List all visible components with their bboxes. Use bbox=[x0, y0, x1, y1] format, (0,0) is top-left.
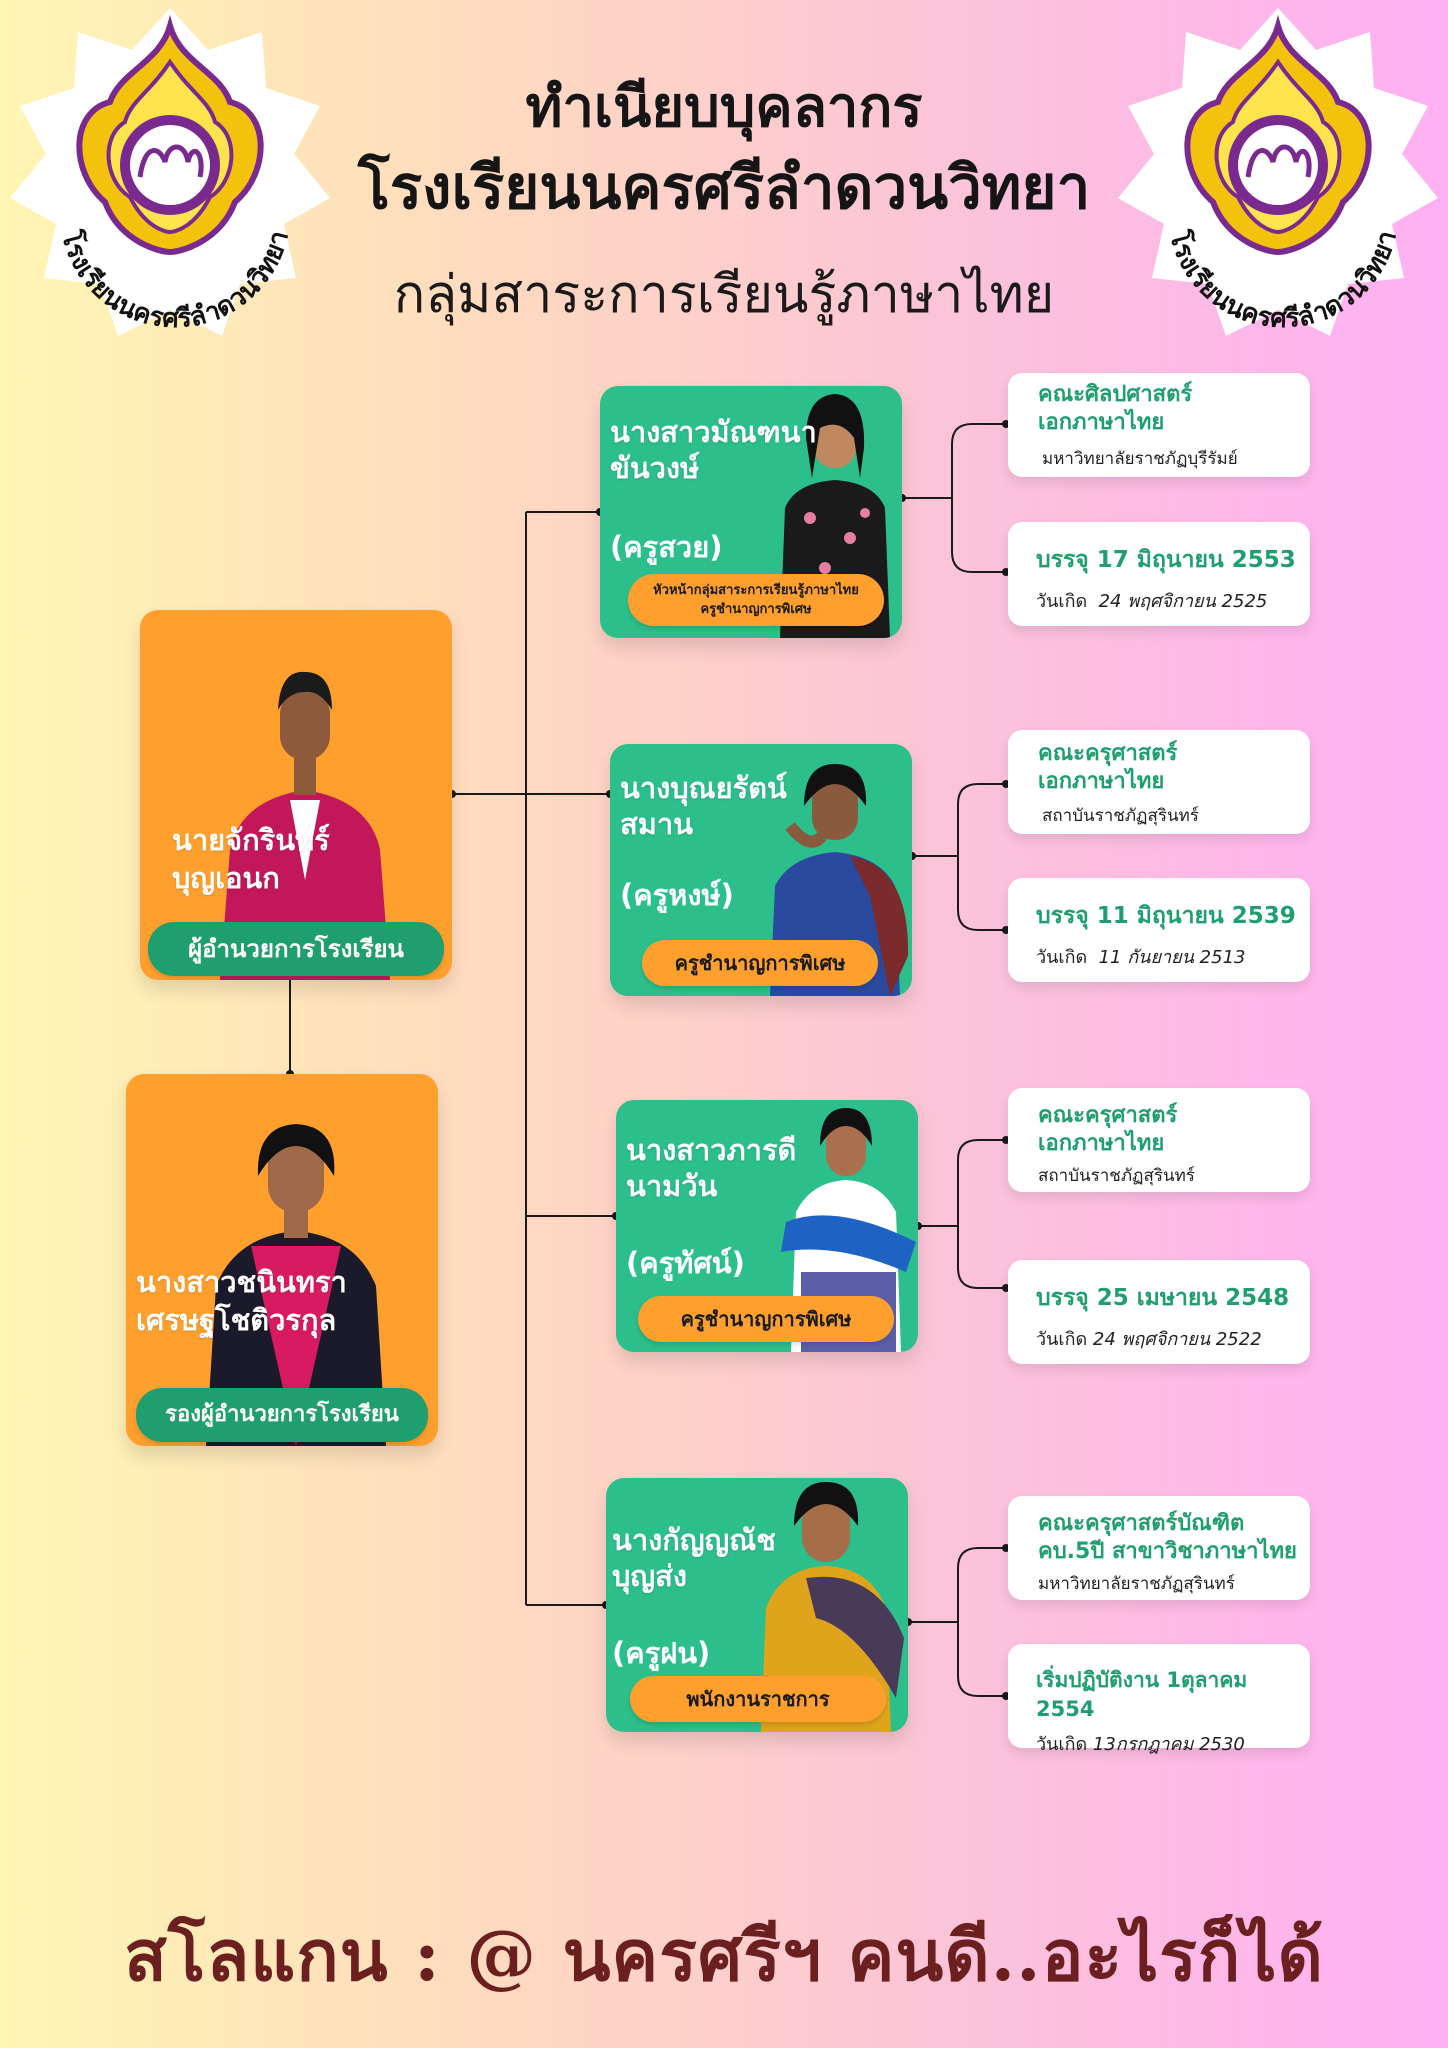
teacher-3-birth-date: 24 พฤศจิกายน 2522 bbox=[1092, 1329, 1262, 1350]
teacher-4-education-box: คณะครุศาสตร์บัณฑิต คบ.5ปี สาขาวิชาภาษาไท… bbox=[1008, 1496, 1310, 1600]
teacher-1-name-line1: นางสาวมัณฑนา bbox=[610, 415, 817, 449]
slogan-text: สโลแกน : @ นครศรีฯ คนดี..อะไรก็ได้ bbox=[124, 1914, 1324, 1997]
deputy-name-line1: นางสาวชนินทรา bbox=[136, 1265, 347, 1299]
school-logo-left: โรงเรียนนครศรีลำดวนวิทยา bbox=[0, 2, 340, 342]
teacher-3-name-line1: นางสาวภารดี bbox=[626, 1133, 797, 1167]
teacher-2-nickname: (ครูหงษ์) bbox=[620, 878, 734, 912]
teacher-3-start-date: บรรจุ 25 เมษายน 2548 bbox=[1036, 1285, 1290, 1311]
teacher-1-service-box: บรรจุ 17 มิถุนายน 2553 วันเกิด 24 พฤศจิก… bbox=[1008, 522, 1310, 626]
teacher-3-birth: วันเกิด 24 พฤศจิกายน 2522 bbox=[1008, 1324, 1310, 1353]
teacher-2-faculty: คณะครุศาสตร์ bbox=[1038, 741, 1178, 766]
teacher-4-nickname: (ครูฝน) bbox=[612, 1636, 711, 1670]
teacher-3-major: เอกภาษาไทย bbox=[1038, 1131, 1165, 1156]
teacher-4-birth-label: วันเกิด bbox=[1036, 1734, 1088, 1755]
teacher-4-service-box: เริ่มปฏิบัติงาน 1ตุลาคม 2554 วันเกิด 13ก… bbox=[1008, 1644, 1310, 1755]
teacher-4-faculty: คณะครุศาสตร์บัณฑิต bbox=[1038, 1511, 1245, 1536]
teacher-1-nickname: (ครูสวย) bbox=[610, 530, 723, 564]
teacher-2-birth-date: 11 กันยายน 2513 bbox=[1098, 947, 1246, 968]
teacher-2-start-date: บรรจุ 11 มิถุนายน 2539 bbox=[1036, 903, 1296, 929]
teacher-3-birth-label: วันเกิด bbox=[1036, 1329, 1088, 1350]
teacher-2-service-box: บรรจุ 11 มิถุนายน 2539 วันเกิด 11 กันยาย… bbox=[1008, 878, 1310, 982]
deputy-name-line2: เศรษฐโชติวรกุล bbox=[136, 1303, 337, 1337]
school-emblem-icon: โรงเรียนนครศรีลำดวนวิทยา bbox=[10, 8, 330, 336]
teacher-1-role-line2: ครูชำนาญการพิเศษ bbox=[700, 602, 812, 617]
teacher-card-2: นางบุณยรัตน์ สมาน (ครูหงษ์) ครูชำนาญการพ… bbox=[610, 744, 912, 996]
director-name-line2: บุญเอนก bbox=[172, 861, 280, 895]
teacher-card-1: นางสาวมัณฑนา ขันวงษ์ (ครูสวย) หัวหน้ากลุ… bbox=[600, 386, 902, 638]
teacher-4-role-badge: พนักงานราชการ bbox=[630, 1676, 886, 1722]
teacher-1-name-line2: ขันวงษ์ bbox=[610, 451, 700, 485]
teacher-1-role-line1: หัวหน้ากลุ่มสาระการเรียนรู้ภาษาไทย bbox=[653, 583, 859, 598]
teacher-3-name-line2: นามวัน bbox=[626, 1169, 718, 1203]
teacher-1-institution: มหาวิทยาลัยราชภัฏบุรีรัมย์ bbox=[1042, 449, 1238, 469]
director-name-line1: นายจักรินทร์ bbox=[172, 823, 330, 857]
school-logo-right: โรงเรียนนครศรีลำดวนวิทยา bbox=[1108, 2, 1448, 342]
teacher-3-faculty: คณะครุศาสตร์ bbox=[1038, 1103, 1178, 1128]
teacher-card-3: นางสาวภารดี นามวัน (ครูทัศน์) ครูชำนาญกา… bbox=[616, 1100, 918, 1352]
teacher-2-birth-label: วันเกิด bbox=[1036, 947, 1088, 968]
page-subtitle: กลุ่มสาระการเรียนรู้ภาษาไทย bbox=[393, 265, 1055, 325]
director-card: นายจักรินทร์ บุญเอนก ผู้อำนวยการโรงเรียน bbox=[140, 610, 452, 980]
teacher-2-name-line1: นางบุณยรัตน์ bbox=[620, 771, 787, 805]
teacher-4-start-date: เริ่มปฏิบัติงาน 1ตุลาคม 2554 bbox=[1036, 1668, 1248, 1721]
teacher-1-faculty: คณะศิลปศาสตร์ bbox=[1038, 382, 1193, 407]
deputy-card: นางสาวชนินทรา เศรษฐโชติวรกุล รองผู้อำนวย… bbox=[126, 1074, 438, 1446]
teacher-4-birth-date: 13กรกฎาคม 2530 bbox=[1092, 1734, 1245, 1755]
teacher-3-service-box: บรรจุ 25 เมษายน 2548 วันเกิด 24 พฤศจิกาย… bbox=[1008, 1260, 1310, 1364]
teacher-2-education-box: คณะครุศาสตร์ เอกภาษาไทย สถาบันราชภัฏสุริ… bbox=[1008, 730, 1310, 834]
teacher-3-nickname: (ครูทัศน์) bbox=[626, 1246, 745, 1280]
teacher-2-name-line2: สมาน bbox=[620, 807, 693, 841]
teacher-1-birth: วันเกิด 24 พฤศจิกายน 2525 bbox=[1008, 586, 1310, 615]
teacher-4-name-line2: บุญส่ง bbox=[612, 1559, 687, 1593]
teacher-card-4: นางกัญญณัช บุญส่ง (ครูฝน) พนักงานราชการ bbox=[606, 1478, 908, 1732]
teacher-2-role-badge: ครูชำนาญการพิเศษ bbox=[642, 940, 878, 986]
director-role-badge: ผู้อำนวยการโรงเรียน bbox=[148, 922, 444, 976]
teacher-4-name-line1: นางกัญญณัช bbox=[612, 1523, 776, 1557]
teacher-1-birth-label: วันเกิด bbox=[1036, 591, 1088, 612]
teacher-1-birth-date: 24 พฤศจิกายน 2525 bbox=[1098, 591, 1268, 612]
teacher-2-birth: วันเกิด 11 กันยายน 2513 bbox=[1008, 942, 1310, 971]
teacher-4-birth: วันเกิด 13กรกฎาคม 2530 bbox=[1008, 1729, 1310, 1758]
teacher-3-education-box: คณะครุศาสตร์ เอกภาษาไทย สถาบันราชภัฏสุริ… bbox=[1008, 1088, 1310, 1192]
teacher-3-institution: สถาบันราชภัฏสุรินทร์ bbox=[1038, 1166, 1195, 1186]
teacher-1-start-date: บรรจุ 17 มิถุนายน 2553 bbox=[1036, 547, 1296, 573]
deputy-role-badge: รองผู้อำนวยการโรงเรียน bbox=[136, 1388, 428, 1442]
page-title-line1: ทำเนียบบุคลากร bbox=[525, 75, 923, 140]
teacher-1-education-box: คณะศิลปศาสตร์ เอกภาษาไทย มหาวิทยาลัยราชภ… bbox=[1008, 373, 1310, 477]
school-emblem-icon: โรงเรียนนครศรีลำดวนวิทยา bbox=[1118, 8, 1438, 336]
teacher-1-role-badge: หัวหน้ากลุ่มสาระการเรียนรู้ภาษาไทย ครูชำ… bbox=[628, 574, 884, 626]
teacher-4-major: คบ.5ปี สาขาวิชาภาษาไทย bbox=[1038, 1539, 1297, 1564]
teacher-2-major: เอกภาษาไทย bbox=[1038, 769, 1165, 794]
teacher-4-institution: มหาวิทยาลัยราชภัฏสุรินทร์ bbox=[1038, 1574, 1235, 1594]
teacher-1-major: เอกภาษาไทย bbox=[1038, 410, 1165, 435]
teacher-3-role-badge: ครูชำนาญการพิเศษ bbox=[638, 1296, 894, 1342]
page-title-line2: โรงเรียนนครศรีลำดวนวิทยา bbox=[357, 153, 1091, 223]
teacher-2-institution: สถาบันราชภัฏสุรินทร์ bbox=[1042, 806, 1199, 826]
